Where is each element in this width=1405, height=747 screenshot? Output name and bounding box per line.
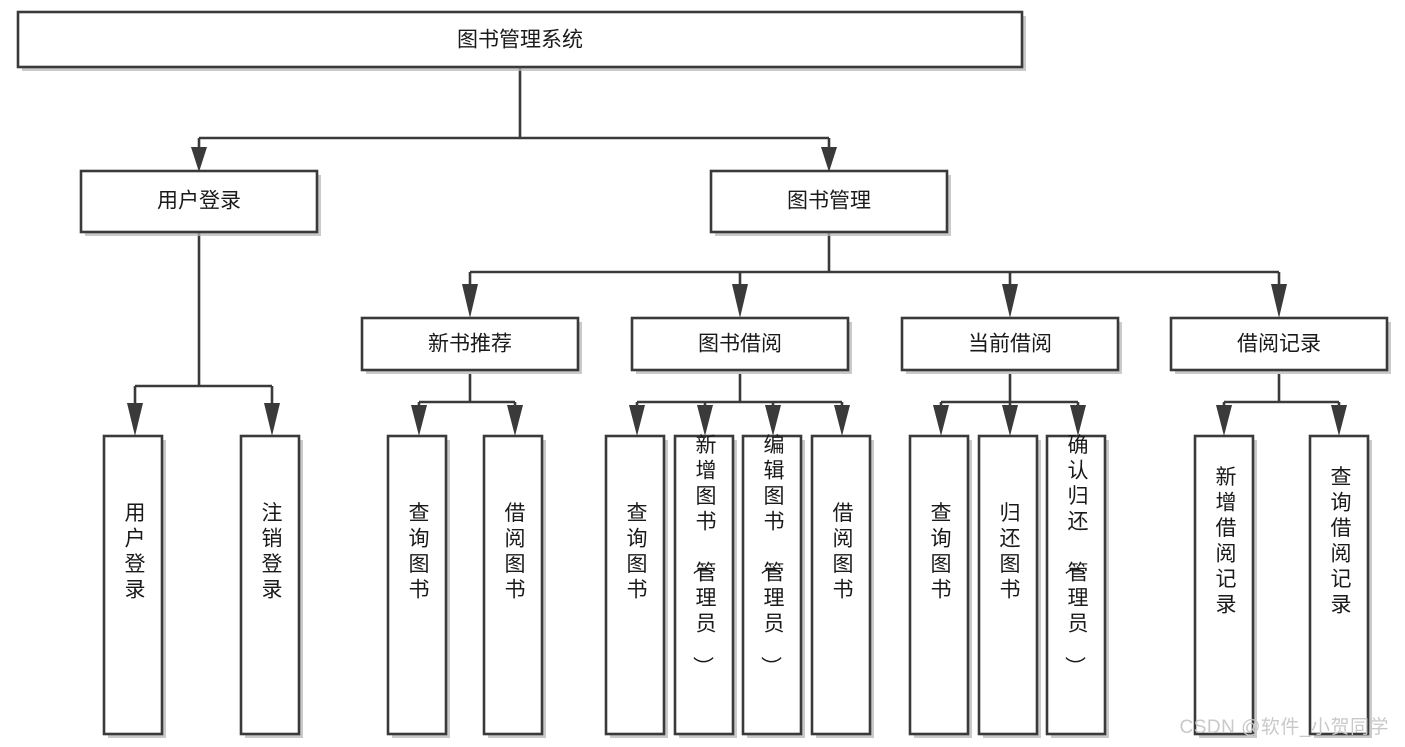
- node-user-login-box[interactable]: [79, 169, 319, 234]
- arrow-to-leaf-confirm-return: [1070, 405, 1086, 436]
- node-user-login[interactable]: 用户登录: [79, 169, 321, 236]
- node-current-borrow[interactable]: 当前借阅: [900, 316, 1122, 374]
- node-leaf-return-book-box[interactable]: [977, 434, 1039, 736]
- node-leaf-add-book-label: 新增图书（管理员）: [691, 434, 717, 677]
- node-leaf-query-book-3[interactable]: 查询图书: [908, 434, 972, 738]
- watermark: CSDN @软件_小贺同学: [1179, 717, 1389, 738]
- arrow-to-leaf-query-book-3: [933, 405, 949, 436]
- node-leaf-query-book-3-box[interactable]: [908, 434, 970, 736]
- arrow-to-leaf-edit-book: [765, 405, 781, 436]
- arrow-to-leaf-query-book-1: [411, 405, 427, 436]
- node-leaf-user-login-label: 用户登录: [125, 502, 146, 602]
- node-leaf-query-book-2-label: 查询图书: [627, 502, 648, 602]
- arrow-to-new-book-recommend: [462, 284, 478, 318]
- node-root[interactable]: 图书管理系统: [16, 10, 1026, 71]
- node-leaf-add-record-box[interactable]: [1193, 434, 1255, 736]
- node-current-borrow-label: 当前借阅: [968, 333, 1052, 356]
- node-leaf-borrow-book-2[interactable]: 借阅图书: [810, 434, 874, 738]
- node-leaf-confirm-return[interactable]: 确认归还（管理员）: [1045, 434, 1109, 738]
- arrow-to-leaf-user-login: [127, 403, 143, 436]
- node-leaf-edit-book[interactable]: 编辑图书（管理员）: [741, 434, 805, 738]
- node-leaf-add-book[interactable]: 新增图书（管理员）: [673, 434, 737, 738]
- arrow-to-current-borrow: [1002, 284, 1018, 318]
- arrow-to-leaf-add-record: [1216, 405, 1232, 436]
- node-leaf-return-book-label: 归还图书: [1000, 502, 1021, 602]
- node-leaf-borrow-book-2-label: 借阅图书: [833, 502, 854, 602]
- node-leaf-borrow-book-2-box[interactable]: [810, 434, 872, 736]
- arrow-to-user-login: [191, 147, 207, 172]
- arrow-to-leaf-borrow-book-1: [507, 405, 523, 436]
- node-leaf-query-book-1[interactable]: 查询图书: [386, 434, 450, 738]
- node-leaf-query-book-1-label: 查询图书: [409, 502, 430, 602]
- node-leaf-query-record[interactable]: 查询借阅记录: [1308, 434, 1372, 738]
- node-leaf-user-logout[interactable]: 注销登录: [239, 434, 303, 738]
- node-leaf-user-login-box[interactable]: [102, 434, 164, 736]
- node-borrow-record-box[interactable]: [1169, 316, 1389, 372]
- node-leaf-add-book-box[interactable]: [673, 434, 735, 736]
- node-leaf-borrow-book-1[interactable]: 借阅图书: [482, 434, 546, 738]
- node-leaf-edit-book-label: 编辑图书（管理员）: [759, 434, 785, 677]
- edges-group: [127, 67, 1347, 436]
- node-leaf-edit-book-box[interactable]: [741, 434, 803, 736]
- node-root-label: 图书管理系统: [457, 29, 583, 52]
- node-new-book-recommend-box[interactable]: [360, 316, 580, 372]
- node-leaf-query-record-box[interactable]: [1308, 434, 1370, 736]
- node-new-book-recommend-label: 新书推荐: [428, 333, 512, 356]
- node-leaf-user-login[interactable]: 用户登录: [102, 434, 166, 738]
- arrow-to-leaf-return-book: [1002, 405, 1018, 436]
- node-book-management-label: 图书管理: [787, 190, 871, 213]
- node-leaf-confirm-return-label: 确认归还（管理员）: [1063, 434, 1089, 677]
- arrow-to-borrow-record: [1271, 284, 1287, 318]
- node-leaf-user-logout-box[interactable]: [239, 434, 301, 736]
- node-leaf-query-book-1-box[interactable]: [386, 434, 448, 736]
- node-current-borrow-box[interactable]: [900, 316, 1120, 372]
- node-root-box[interactable]: [16, 10, 1024, 69]
- node-leaf-query-book-3-label: 查询图书: [931, 502, 952, 602]
- node-leaf-borrow-book-1-box[interactable]: [482, 434, 544, 736]
- node-book-management-box[interactable]: [709, 169, 949, 234]
- node-leaf-confirm-return-box[interactable]: [1045, 434, 1107, 736]
- node-user-login-label: 用户登录: [157, 190, 241, 213]
- node-book-management[interactable]: 图书管理: [709, 169, 951, 236]
- node-book-borrow[interactable]: 图书借阅: [630, 316, 852, 374]
- node-leaf-add-record[interactable]: 新增借阅记录: [1193, 434, 1257, 738]
- arrow-to-leaf-borrow-book-2: [834, 405, 850, 436]
- node-new-book-recommend[interactable]: 新书推荐: [360, 316, 582, 374]
- node-book-borrow-box[interactable]: [630, 316, 850, 372]
- node-leaf-return-book[interactable]: 归还图书: [977, 434, 1041, 738]
- arrow-to-leaf-query-record: [1331, 405, 1347, 436]
- node-borrow-record[interactable]: 借阅记录: [1169, 316, 1391, 374]
- arrow-to-leaf-user-logout: [264, 403, 280, 436]
- node-leaf-query-book-2-box[interactable]: [604, 434, 666, 736]
- node-leaf-user-logout-label: 注销登录: [262, 502, 283, 602]
- node-leaf-query-record-label: 查询借阅记录: [1331, 466, 1352, 617]
- arrow-to-book-management: [821, 147, 837, 172]
- arrow-to-book-borrow: [732, 284, 748, 318]
- node-leaf-add-record-label: 新增借阅记录: [1216, 466, 1237, 617]
- arrow-to-leaf-query-book-2: [629, 405, 645, 436]
- node-borrow-record-label: 借阅记录: [1237, 333, 1321, 356]
- node-leaf-borrow-book-1-label: 借阅图书: [505, 502, 526, 602]
- node-book-borrow-label: 图书借阅: [698, 333, 782, 356]
- node-leaf-query-book-2[interactable]: 查询图书: [604, 434, 668, 738]
- arrow-to-leaf-add-book: [697, 405, 713, 436]
